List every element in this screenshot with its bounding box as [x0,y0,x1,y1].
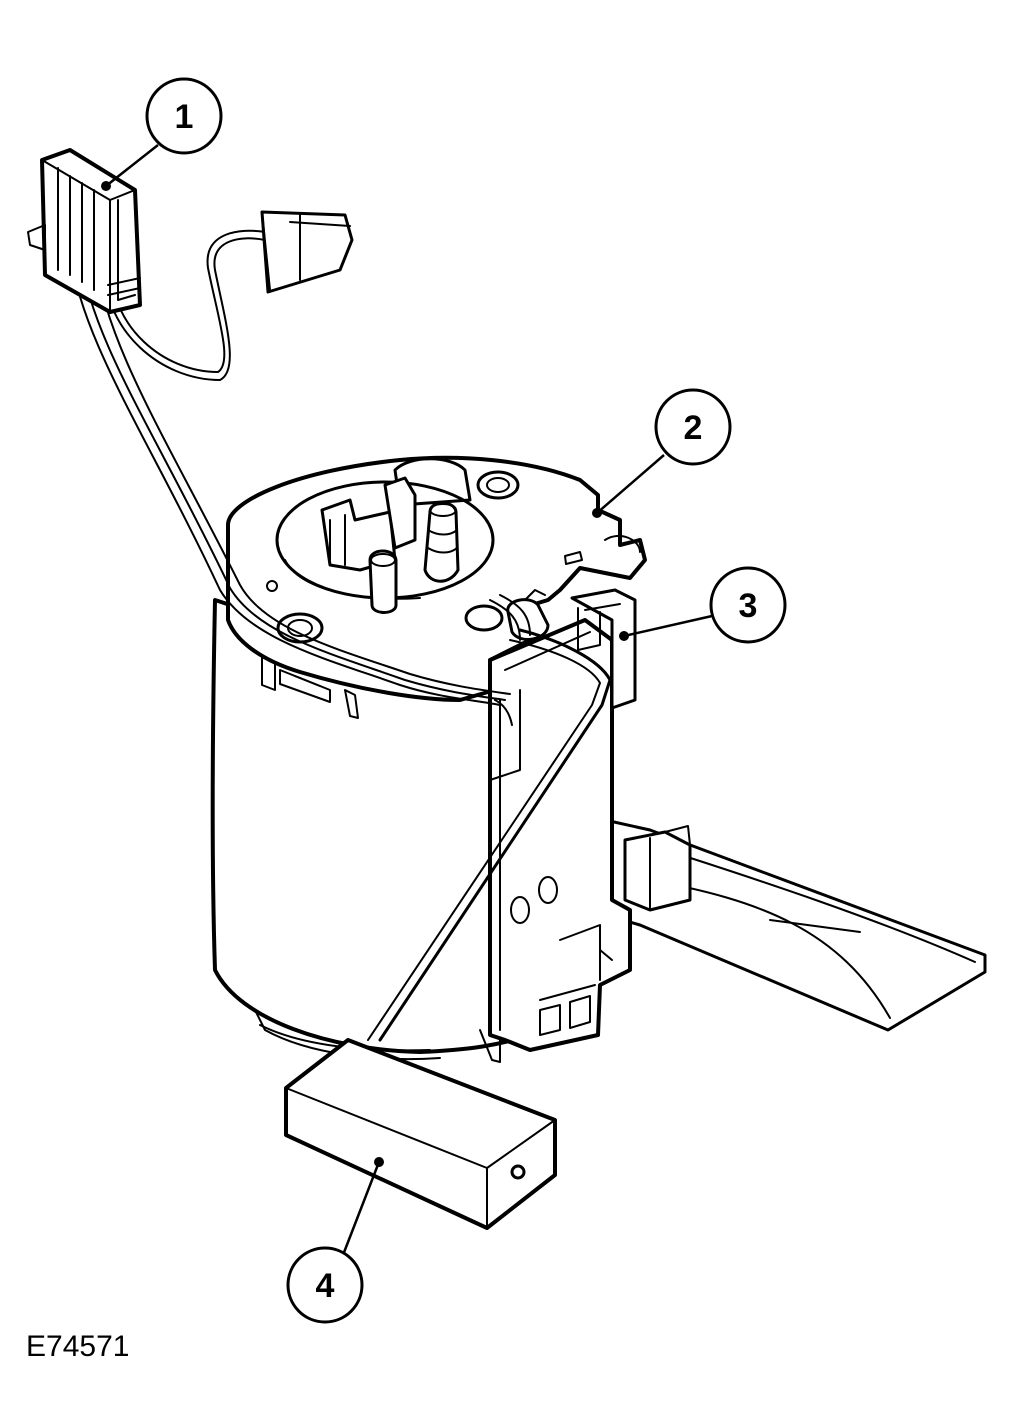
callout-4-leader [341,1161,381,1256]
callout-4-dot [374,1157,384,1167]
callout-2: 2 [592,388,732,518]
callout-4: 4 [286,1157,384,1324]
callout-4-label: 4 [316,1267,335,1305]
float-arm [367,628,612,1042]
figure-id: E74571 [26,1330,130,1363]
float [284,1038,557,1230]
callout-1-leader [105,144,159,187]
main-electrical-connector [27,148,142,314]
callout-3-label: 3 [739,587,758,625]
internal-connector [320,476,417,614]
callout-3: 3 [619,566,787,644]
pump-canister [210,598,532,1061]
callout-1-dot [101,181,111,191]
callout-1: 1 [101,77,223,191]
callout-3-circle [709,566,787,644]
callout-2-circle [654,388,732,466]
callout-1-circle [145,77,223,155]
fuel-outlet-nipple [423,501,460,583]
callout-4-circle [286,1246,364,1324]
secondary-connector [260,210,354,294]
side-housing [479,618,632,1063]
wiring-harness [69,229,531,726]
callout-2-label: 2 [684,409,703,447]
pickup-filter-arm [603,818,987,1032]
callout-2-leader [596,454,665,514]
callout-3-leader [623,614,713,638]
callout-3-dot [619,631,629,641]
callout-1-label: 1 [175,98,194,136]
callout-2-dot [592,508,602,518]
